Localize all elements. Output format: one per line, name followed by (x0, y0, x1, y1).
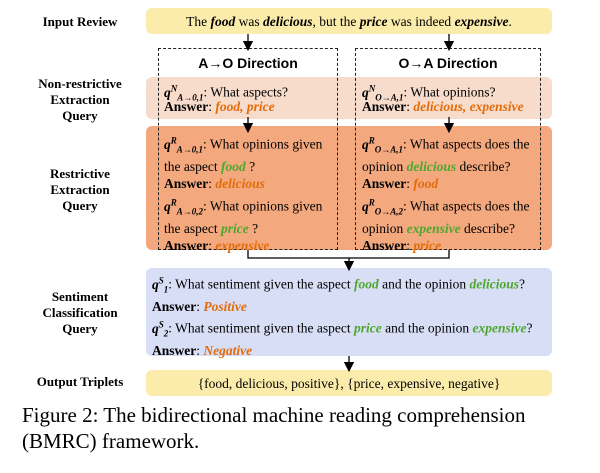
answer-ao-n1: Answer: food, price (164, 99, 275, 114)
label-input-review: Input Review (42, 14, 118, 29)
ao-direction-title: A→O Direction (198, 55, 298, 71)
output-triplets-text: {food, delicious, positive}, {price, exp… (197, 376, 501, 391)
output-box (146, 370, 552, 396)
input-review-text: The food was delicious, but the price wa… (186, 14, 512, 29)
query-oa-n1: qNO→A,1: What opinions? (362, 83, 496, 103)
query-s2: qS2: What sentiment given the aspect pri… (152, 319, 533, 359)
non-restrictive-band (146, 77, 552, 119)
oa-direction-title: O→A Direction (398, 55, 498, 71)
query-s1: qS1: What sentiment given the aspect foo… (152, 275, 525, 315)
query-ao-r1: qRA→0,1: What opinions given the aspect … (164, 135, 323, 192)
answer-oa-n1: Answer: delicious, expensive (362, 99, 524, 114)
query-ao-n1: qNA→0,1: What aspects? (164, 83, 288, 103)
query-oa-r1: qRO→A,1: What aspects does the opinion d… (362, 135, 530, 192)
input-review-box (146, 8, 552, 34)
query-oa-r2: qRO→A,2: What aspects does the opinion e… (362, 197, 530, 254)
label-output-triplets: Output Triplets (36, 374, 124, 389)
query-ao-r2: qRA→0,2: What opinions given the aspect … (164, 197, 323, 254)
figure-caption: Figure 2: The bidirectional machine read… (22, 403, 526, 453)
restrictive-band (146, 126, 552, 250)
sentiment-band (146, 268, 552, 356)
